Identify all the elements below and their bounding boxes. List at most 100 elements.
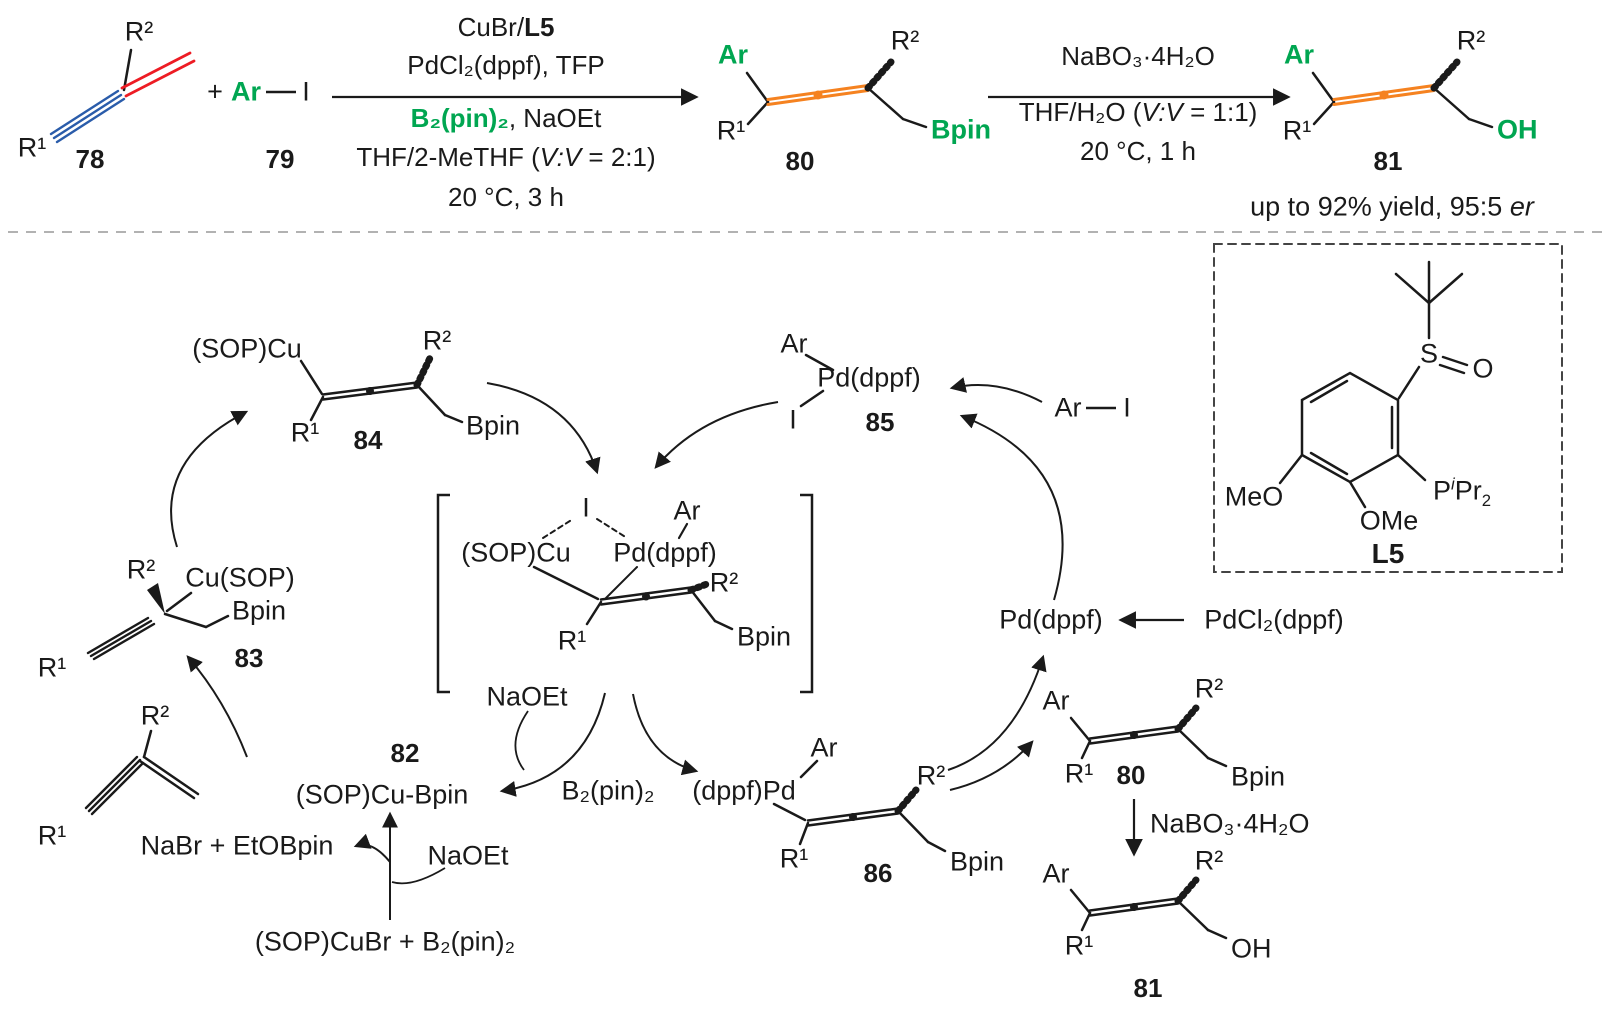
compound-81m-number: 81: [1133, 973, 1163, 1003]
compound-81-oh-label: OH: [1497, 114, 1538, 145]
plus-sign: +: [207, 76, 223, 107]
compound-85-iodide-label: I: [789, 404, 797, 435]
compound-83-bpin-label: Bpin: [232, 595, 287, 626]
compound-85-structure: [799, 353, 835, 408]
l5-p-two: 2: [1481, 490, 1492, 510]
compound-79-number: 79: [265, 144, 295, 174]
compound-81-mech-structure: [1069, 876, 1228, 940]
l5-name-label: L5: [1371, 538, 1405, 569]
enyne-r1-label: R¹: [37, 820, 67, 851]
compound-79-ar-label: Ar: [230, 76, 262, 107]
intermediate-structure: [532, 518, 734, 631]
intermediate-brackets: [436, 493, 814, 694]
step2-solvent-c: = 1:1): [1182, 97, 1258, 127]
step1-solvent-c: = 2:1): [581, 142, 656, 172]
b2pin2-label: B₂(pin)₂: [561, 775, 655, 806]
aryl-iodide-i-label: I: [1123, 392, 1131, 423]
yield-text: up to 92% yield, 95:5: [1250, 191, 1510, 222]
compound-86-pd-label: (dppf)Pd: [692, 775, 796, 806]
compound-80-bpin-label: Bpin: [931, 114, 991, 145]
l5-pr: Pr: [1454, 475, 1482, 506]
compound-84-bpin-label: Bpin: [466, 410, 521, 441]
step1-pd-line: PdCl₂(dppf), TFP: [407, 50, 605, 80]
step1-boron-line: B₂(pin)₂, NaOEt: [411, 105, 602, 131]
compound-84-r2-label: R²: [422, 325, 452, 356]
pd-dppf-label: Pd(dppf): [999, 604, 1103, 635]
l5-phosphine-label: PiPr2: [1433, 476, 1491, 509]
intermediate-ar-label: Ar: [673, 495, 701, 526]
step1-cubr: CuBr/: [457, 12, 525, 42]
compound-83-cu-label: Cu(SOP): [185, 562, 295, 593]
compound-85-number: 85: [865, 407, 895, 437]
compound-81-r1-label: R¹: [1282, 115, 1312, 146]
compound-80m-number: 80: [1116, 760, 1146, 790]
step1-l5: L5: [524, 12, 555, 42]
intermediate-cu-label: (SOP)Cu: [461, 537, 571, 568]
naoet-lower-label: NaOEt: [427, 840, 509, 871]
compound-86-r1-label: R¹: [779, 843, 809, 874]
compound-85-pd-label: Pd(dppf): [817, 362, 921, 393]
compound-84-cu-label: (SOP)Cu: [192, 333, 302, 364]
compound-85-ar-label: Ar: [780, 328, 808, 359]
l5-oxygen-label: O: [1472, 353, 1494, 384]
step2-oxidant-line: NaBO₃·4H₂O: [1061, 41, 1215, 71]
aryl-iodide-ar-label: Ar: [1054, 392, 1082, 423]
compound-84-r1-label: R¹: [290, 417, 320, 448]
step2-solvent-vv: V:V: [1141, 97, 1183, 127]
naoet-upper-label: NaOEt: [486, 681, 568, 712]
compound-81m-oh-label: OH: [1231, 933, 1272, 964]
intermediate-iodide-label: I: [582, 492, 590, 523]
l5-p-iso: i: [1451, 474, 1455, 494]
step1-naoet: , NaOEt: [508, 103, 602, 133]
compound-86-ar-label: Ar: [810, 732, 838, 763]
nabr-byproduct-label: NaBr + EtOBpin: [140, 830, 334, 861]
intermediate-r1-label: R¹: [557, 625, 587, 656]
compound-80-structure: [745, 58, 928, 129]
compound-80-r1-label: R¹: [716, 115, 746, 146]
step1-b2pin2: B₂(pin)₂: [410, 103, 509, 133]
intermediate-r2-label: R²: [709, 567, 739, 598]
compound-80m-bpin-label: Bpin: [1231, 761, 1286, 792]
step1-catalyst-line: CuBr/L5: [458, 14, 555, 40]
compound-78-number: 78: [75, 144, 105, 174]
compound-82-formula: (SOP)Cu-Bpin: [295, 779, 469, 810]
compound-80-r2-label: R²: [890, 25, 920, 56]
compound-81-ar-label: Ar: [1283, 39, 1315, 70]
compound-81m-ar-label: Ar: [1042, 858, 1070, 889]
compound-80-number: 80: [785, 146, 815, 176]
step1-solvent-vv: V:V: [539, 142, 582, 172]
compound-78-structure: [49, 48, 196, 144]
compound-80-mech-structure: [1069, 704, 1228, 768]
compound-84-number: 84: [353, 425, 383, 455]
compound-86-number: 86: [863, 858, 893, 888]
yield-note: up to 92% yield, 95:5 er: [1250, 191, 1534, 222]
l5-meo-label: MeO: [1224, 481, 1284, 512]
nabo3-label: NaBO₃·4H₂O: [1150, 808, 1310, 839]
yield-er: er: [1509, 191, 1534, 222]
compound-84-structure: [299, 354, 464, 424]
compound-83-structure: [86, 583, 230, 661]
compound-80m-r2-label: R²: [1194, 673, 1224, 704]
compound-83-r1-label: R¹: [37, 652, 67, 683]
pdcl2-dppf-label: PdCl₂(dppf): [1204, 604, 1344, 635]
step2-solvent-a: THF/H₂O (: [1018, 97, 1142, 127]
ligand-l5-box: [1213, 243, 1563, 573]
compound-80m-ar-label: Ar: [1042, 685, 1070, 716]
l5-p: P: [1433, 475, 1452, 506]
compound-81-structure: [1311, 58, 1494, 129]
enyne-structure: [84, 729, 200, 816]
compound-81m-r1-label: R¹: [1064, 930, 1094, 961]
compound-78-r1-label: R¹: [17, 132, 47, 163]
sopcubr-label: (SOP)CuBr + B₂(pin)₂: [254, 926, 516, 957]
compound-86-bpin-label: Bpin: [950, 846, 1005, 877]
compound-81-number: 81: [1373, 146, 1403, 176]
step2-temp-line: 20 °C, 1 h: [1080, 136, 1196, 166]
compound-82-number: 82: [390, 738, 420, 768]
compound-81m-r2-label: R²: [1194, 845, 1224, 876]
step2-solvent-line: THF/H₂O (V:V = 1:1): [1019, 99, 1258, 125]
enyne-r2-label: R²: [140, 700, 170, 731]
l5-sulfur-label: S: [1419, 338, 1439, 369]
compound-83-r2-label: R²: [126, 554, 156, 585]
